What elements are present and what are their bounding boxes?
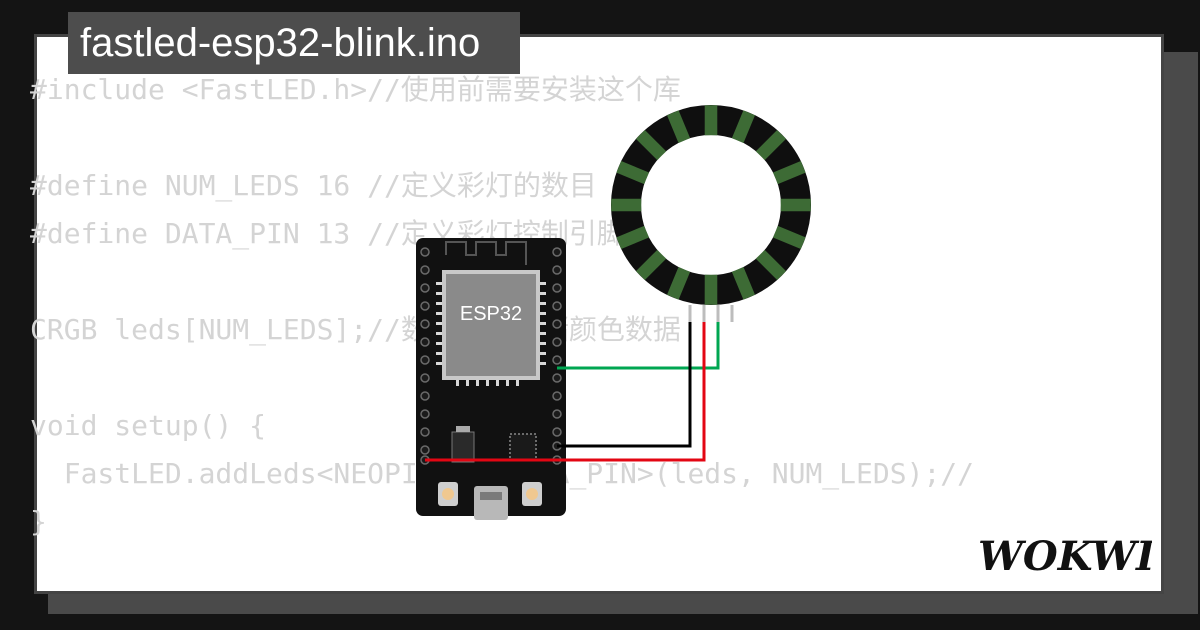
code-line: }	[30, 505, 47, 538]
ring-pixel	[704, 105, 718, 136]
esp32-board[interactable]: ESP32	[416, 238, 566, 520]
data-wire[interactable]	[557, 322, 720, 370]
voltage-regulator	[451, 431, 475, 463]
wokwi-logo-text: WOKWI	[978, 533, 1152, 580]
code-preview: #include <FastLED.h>//使用前需要安装这个库 #define …	[30, 66, 974, 546]
usb-uart-chip	[509, 433, 537, 461]
usb-port	[474, 486, 508, 520]
code-line: #define DATA_PIN 13 //定义彩灯控制引脚	[30, 217, 625, 250]
ring-pixel	[635, 129, 667, 161]
ring-pixels	[611, 105, 811, 305]
neopixel-ring[interactable]	[611, 105, 811, 322]
project-title: fastled-esp32-blink.ino	[68, 12, 520, 74]
ring-pixel	[666, 110, 691, 143]
code-line: #include <FastLED.h>//使用前需要安装这个库	[30, 73, 681, 106]
ring-pixel	[773, 225, 806, 250]
code-line: void setup() {	[30, 409, 267, 442]
vcc-wire[interactable]	[425, 322, 706, 462]
ring-pixel	[773, 160, 806, 185]
code-line: CRGB leds[NUM_LEDS];//数据用来存储颜色数据	[30, 313, 681, 346]
ring-pixel	[755, 129, 787, 161]
ring-pixel	[666, 267, 691, 300]
ring-pixel	[635, 249, 667, 281]
gnd-wire[interactable]	[557, 322, 692, 448]
chip-label: ESP32	[460, 303, 522, 325]
preview-card	[34, 34, 1164, 594]
ring-pixel	[755, 249, 787, 281]
esp32-module	[442, 270, 540, 380]
code-line: FastLED.addLeds<NEOPIXEL, DATA_PIN>(leds…	[63, 457, 975, 490]
ring-pixel	[731, 110, 756, 143]
ring-pixel	[780, 198, 811, 212]
ring-pixel	[731, 267, 756, 300]
ring-pixel	[616, 160, 649, 185]
code-line: #define NUM_LEDS 16 //定义彩灯的数目	[30, 169, 597, 202]
wokwi-logo: WOKWI	[978, 533, 1152, 580]
antenna-trace	[445, 241, 527, 265]
ring-pixel	[616, 225, 649, 250]
ring-pixel	[704, 274, 718, 305]
ring-pixel	[611, 198, 642, 212]
